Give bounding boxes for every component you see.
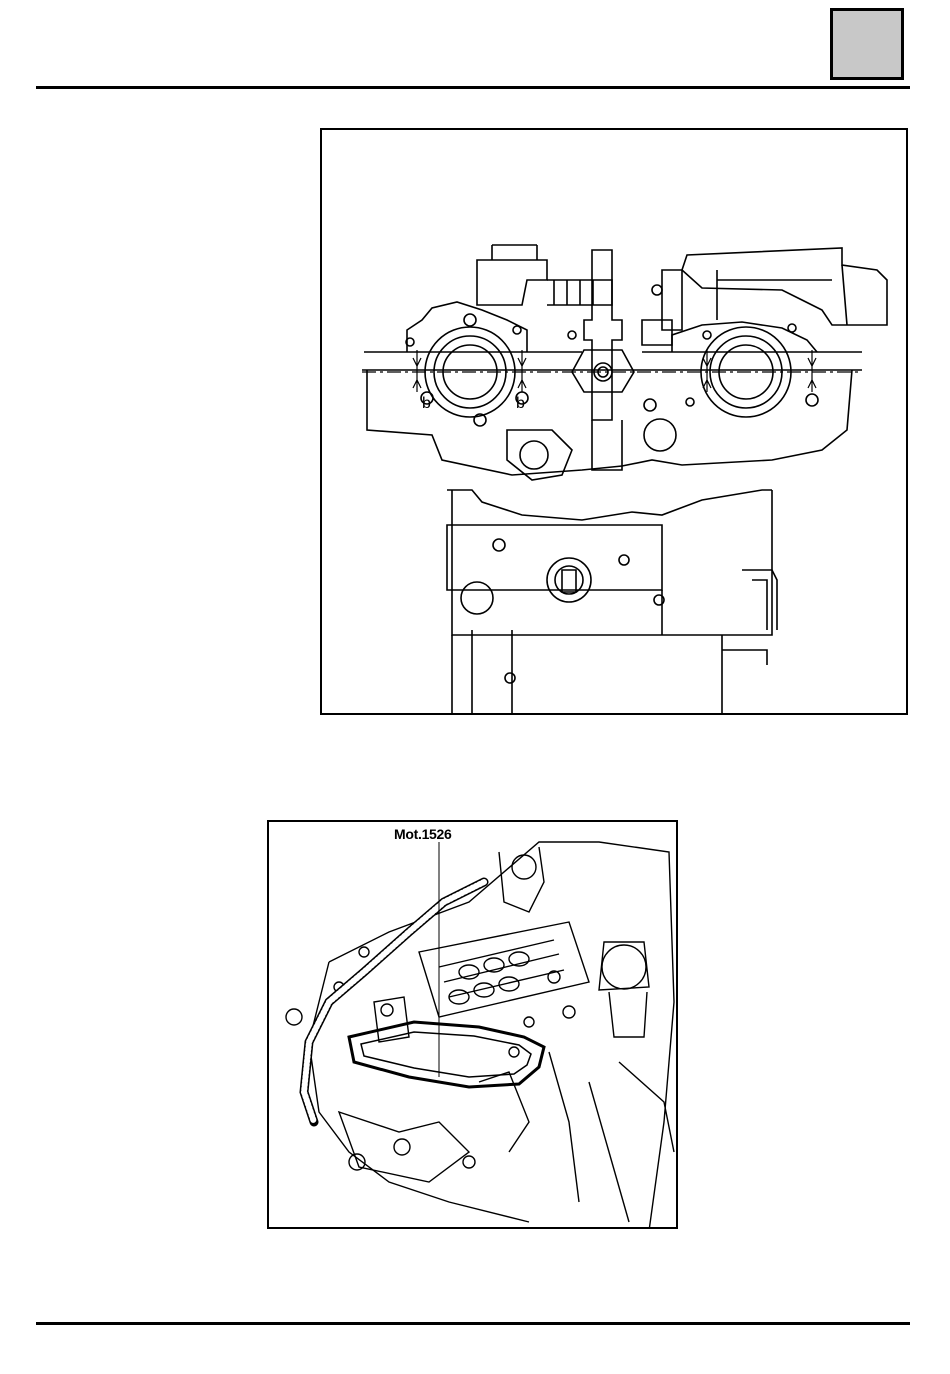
alignment-mark-center: b [516, 395, 525, 412]
tool-installation-figure: Mot.1526 [267, 820, 678, 1229]
tool-reference-label: Mot.1526 [393, 826, 453, 842]
alignment-mark-left: b [422, 395, 431, 412]
footer-rule [36, 1322, 910, 1325]
header-rule [36, 86, 910, 89]
engine-perspective-drawing [269, 822, 678, 1229]
cylinder-head-drawing: b b [322, 130, 908, 715]
camshaft-alignment-figure: b b [320, 128, 908, 715]
section-tab-marker [830, 8, 904, 80]
